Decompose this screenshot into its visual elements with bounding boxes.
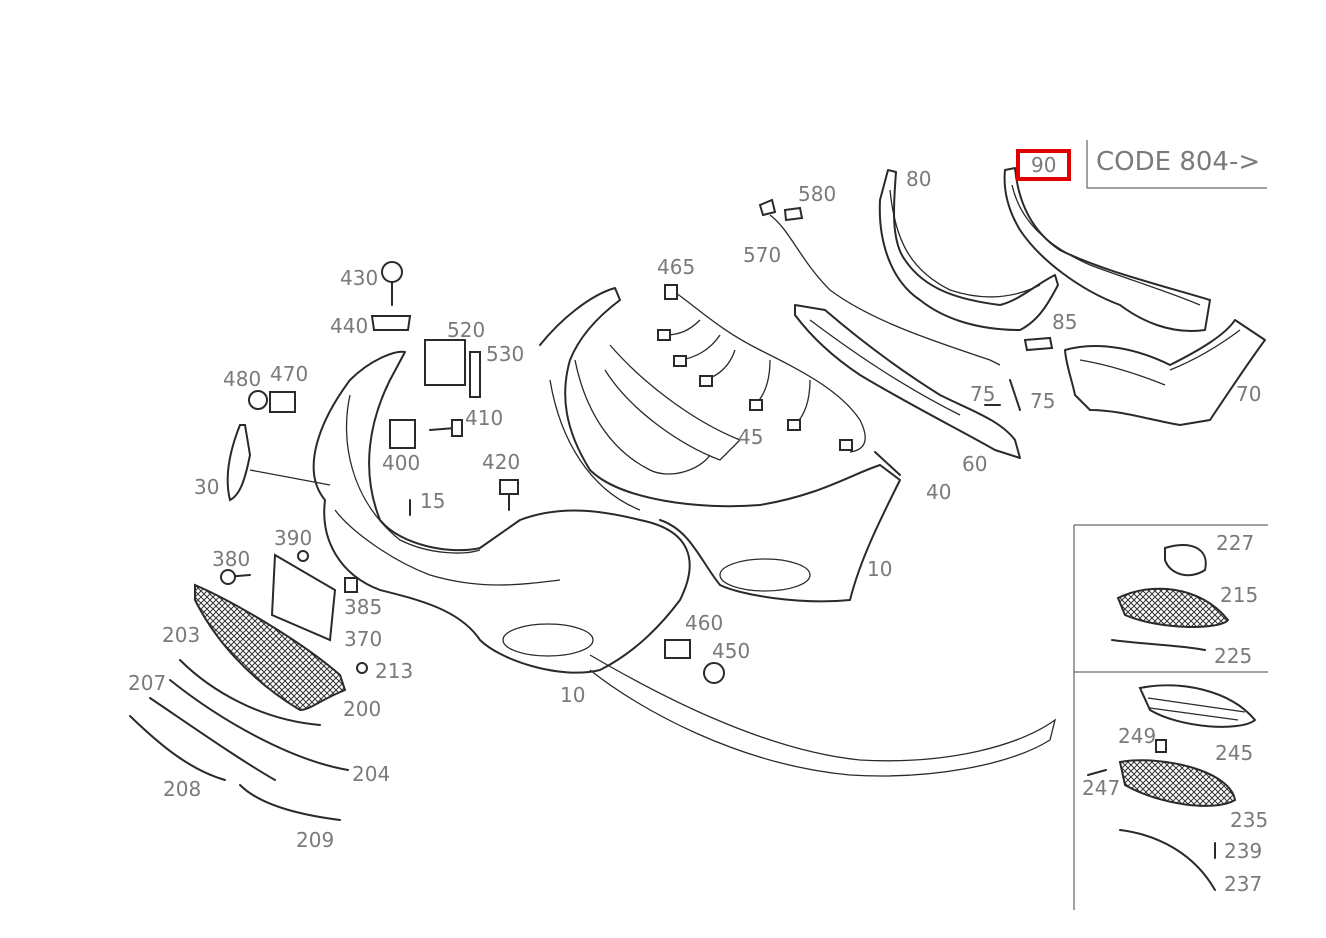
label-460[interactable]: 460 (685, 611, 723, 635)
label-239[interactable]: 239 (1224, 839, 1262, 863)
label-380[interactable]: 380 (212, 547, 250, 571)
bumper-cover-part-10 (312, 287, 1057, 777)
inset-frames (1073, 140, 1268, 910)
label-10-b[interactable]: 10 (560, 683, 585, 707)
label-470[interactable]: 470 (270, 362, 308, 386)
label-235[interactable]: 235 (1230, 808, 1268, 832)
label-227[interactable]: 227 (1216, 531, 1254, 555)
label-45[interactable]: 45 (738, 425, 763, 449)
label-410[interactable]: 410 (465, 406, 503, 430)
label-203[interactable]: 203 (162, 623, 200, 647)
label-75-b[interactable]: 75 (1030, 389, 1055, 413)
small-parts (129, 261, 1021, 821)
label-30[interactable]: 30 (194, 475, 219, 499)
label-440[interactable]: 440 (330, 314, 368, 338)
label-420[interactable]: 420 (482, 450, 520, 474)
highlight-box (1016, 149, 1071, 181)
label-10-a[interactable]: 10 (867, 557, 892, 581)
label-40[interactable]: 40 (926, 480, 951, 504)
crossmember-part-90 (1003, 167, 1211, 332)
cable-part-570 (758, 198, 1001, 366)
support-part-60 (794, 304, 1021, 459)
label-207[interactable]: 207 (128, 671, 166, 695)
label-15[interactable]: 15 (420, 489, 445, 513)
label-209[interactable]: 209 (296, 828, 334, 852)
label-237[interactable]: 237 (1224, 872, 1262, 896)
label-70[interactable]: 70 (1236, 382, 1261, 406)
label-204[interactable]: 204 (352, 762, 390, 786)
label-208[interactable]: 208 (163, 777, 201, 801)
label-370[interactable]: 370 (344, 627, 382, 651)
label-213[interactable]: 213 (375, 659, 413, 683)
label-90[interactable]: 90 (1031, 153, 1056, 177)
label-245[interactable]: 245 (1215, 741, 1253, 765)
label-385[interactable]: 385 (344, 595, 382, 619)
inset-parts (1087, 544, 1257, 891)
label-200[interactable]: 200 (343, 697, 381, 721)
label-390[interactable]: 390 (274, 526, 312, 550)
label-580[interactable]: 580 (798, 182, 836, 206)
label-225[interactable]: 225 (1214, 644, 1252, 668)
label-480[interactable]: 480 (223, 367, 261, 391)
bracket-part-80 (878, 169, 1059, 352)
label-530[interactable]: 530 (486, 342, 524, 366)
label-570[interactable]: 570 (743, 243, 781, 267)
label-430[interactable]: 430 (340, 266, 378, 290)
label-400[interactable]: 400 (382, 451, 420, 475)
label-215[interactable]: 215 (1220, 583, 1258, 607)
label-520[interactable]: 520 (447, 318, 485, 342)
label-247[interactable]: 247 (1082, 776, 1120, 800)
label-85[interactable]: 85 (1052, 310, 1077, 334)
label-75-a[interactable]: 75 (970, 382, 995, 406)
label-465[interactable]: 465 (657, 255, 695, 279)
carrier-part-70 (1064, 319, 1266, 426)
label-450[interactable]: 450 (712, 639, 750, 663)
label-60[interactable]: 60 (962, 452, 987, 476)
label-80[interactable]: 80 (906, 167, 931, 191)
wire-harness-part-45 (657, 284, 866, 453)
label-249[interactable]: 249 (1118, 724, 1156, 748)
code-note: CODE 804-> (1096, 147, 1260, 177)
